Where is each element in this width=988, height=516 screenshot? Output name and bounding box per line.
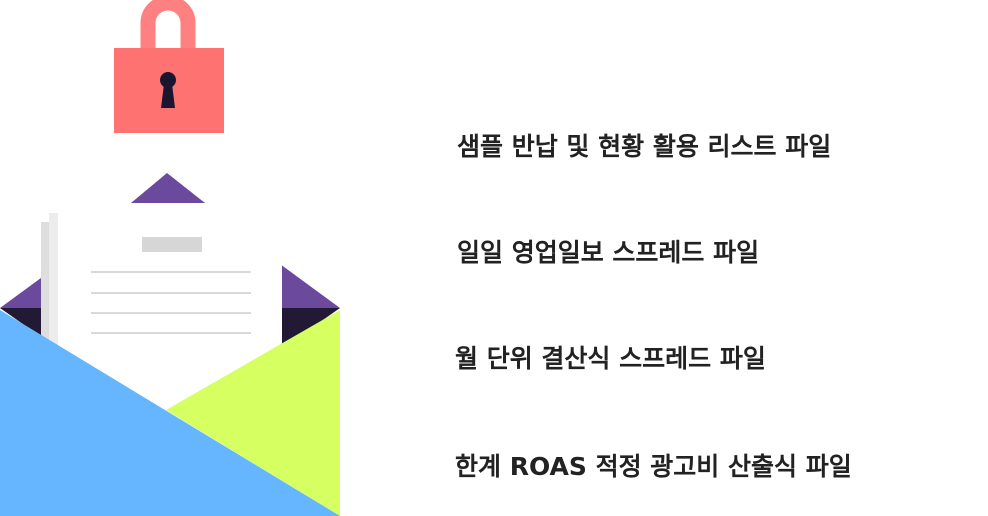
file-item-daily-sales-report: 일일 영업일보 스프레드 파일 — [457, 238, 760, 267]
paper-line — [91, 312, 251, 314]
paper-line — [91, 332, 251, 334]
keyhole-icon — [160, 72, 176, 108]
padlock-shackle — [140, 0, 196, 50]
padlock-icon — [114, 0, 224, 133]
envelope-icon — [0, 310, 340, 516]
file-item-sample-return-list: 샘플 반납 및 현황 활용 리스트 파일 — [457, 132, 832, 161]
paper-line — [91, 271, 251, 273]
paper-title-bar — [142, 237, 202, 252]
file-item-monthly-settlement: 월 단위 결산식 스프레드 파일 — [455, 344, 766, 373]
locked-envelope-illustration — [0, 0, 340, 516]
paper-line — [91, 292, 251, 294]
file-item-roas-ad-budget: 한계 ROAS 적정 광고비 산출식 파일 — [455, 452, 852, 481]
envelope-front-left — [0, 310, 340, 516]
envelope-front-right — [166, 310, 340, 516]
envelope-top-flap — [131, 173, 205, 203]
